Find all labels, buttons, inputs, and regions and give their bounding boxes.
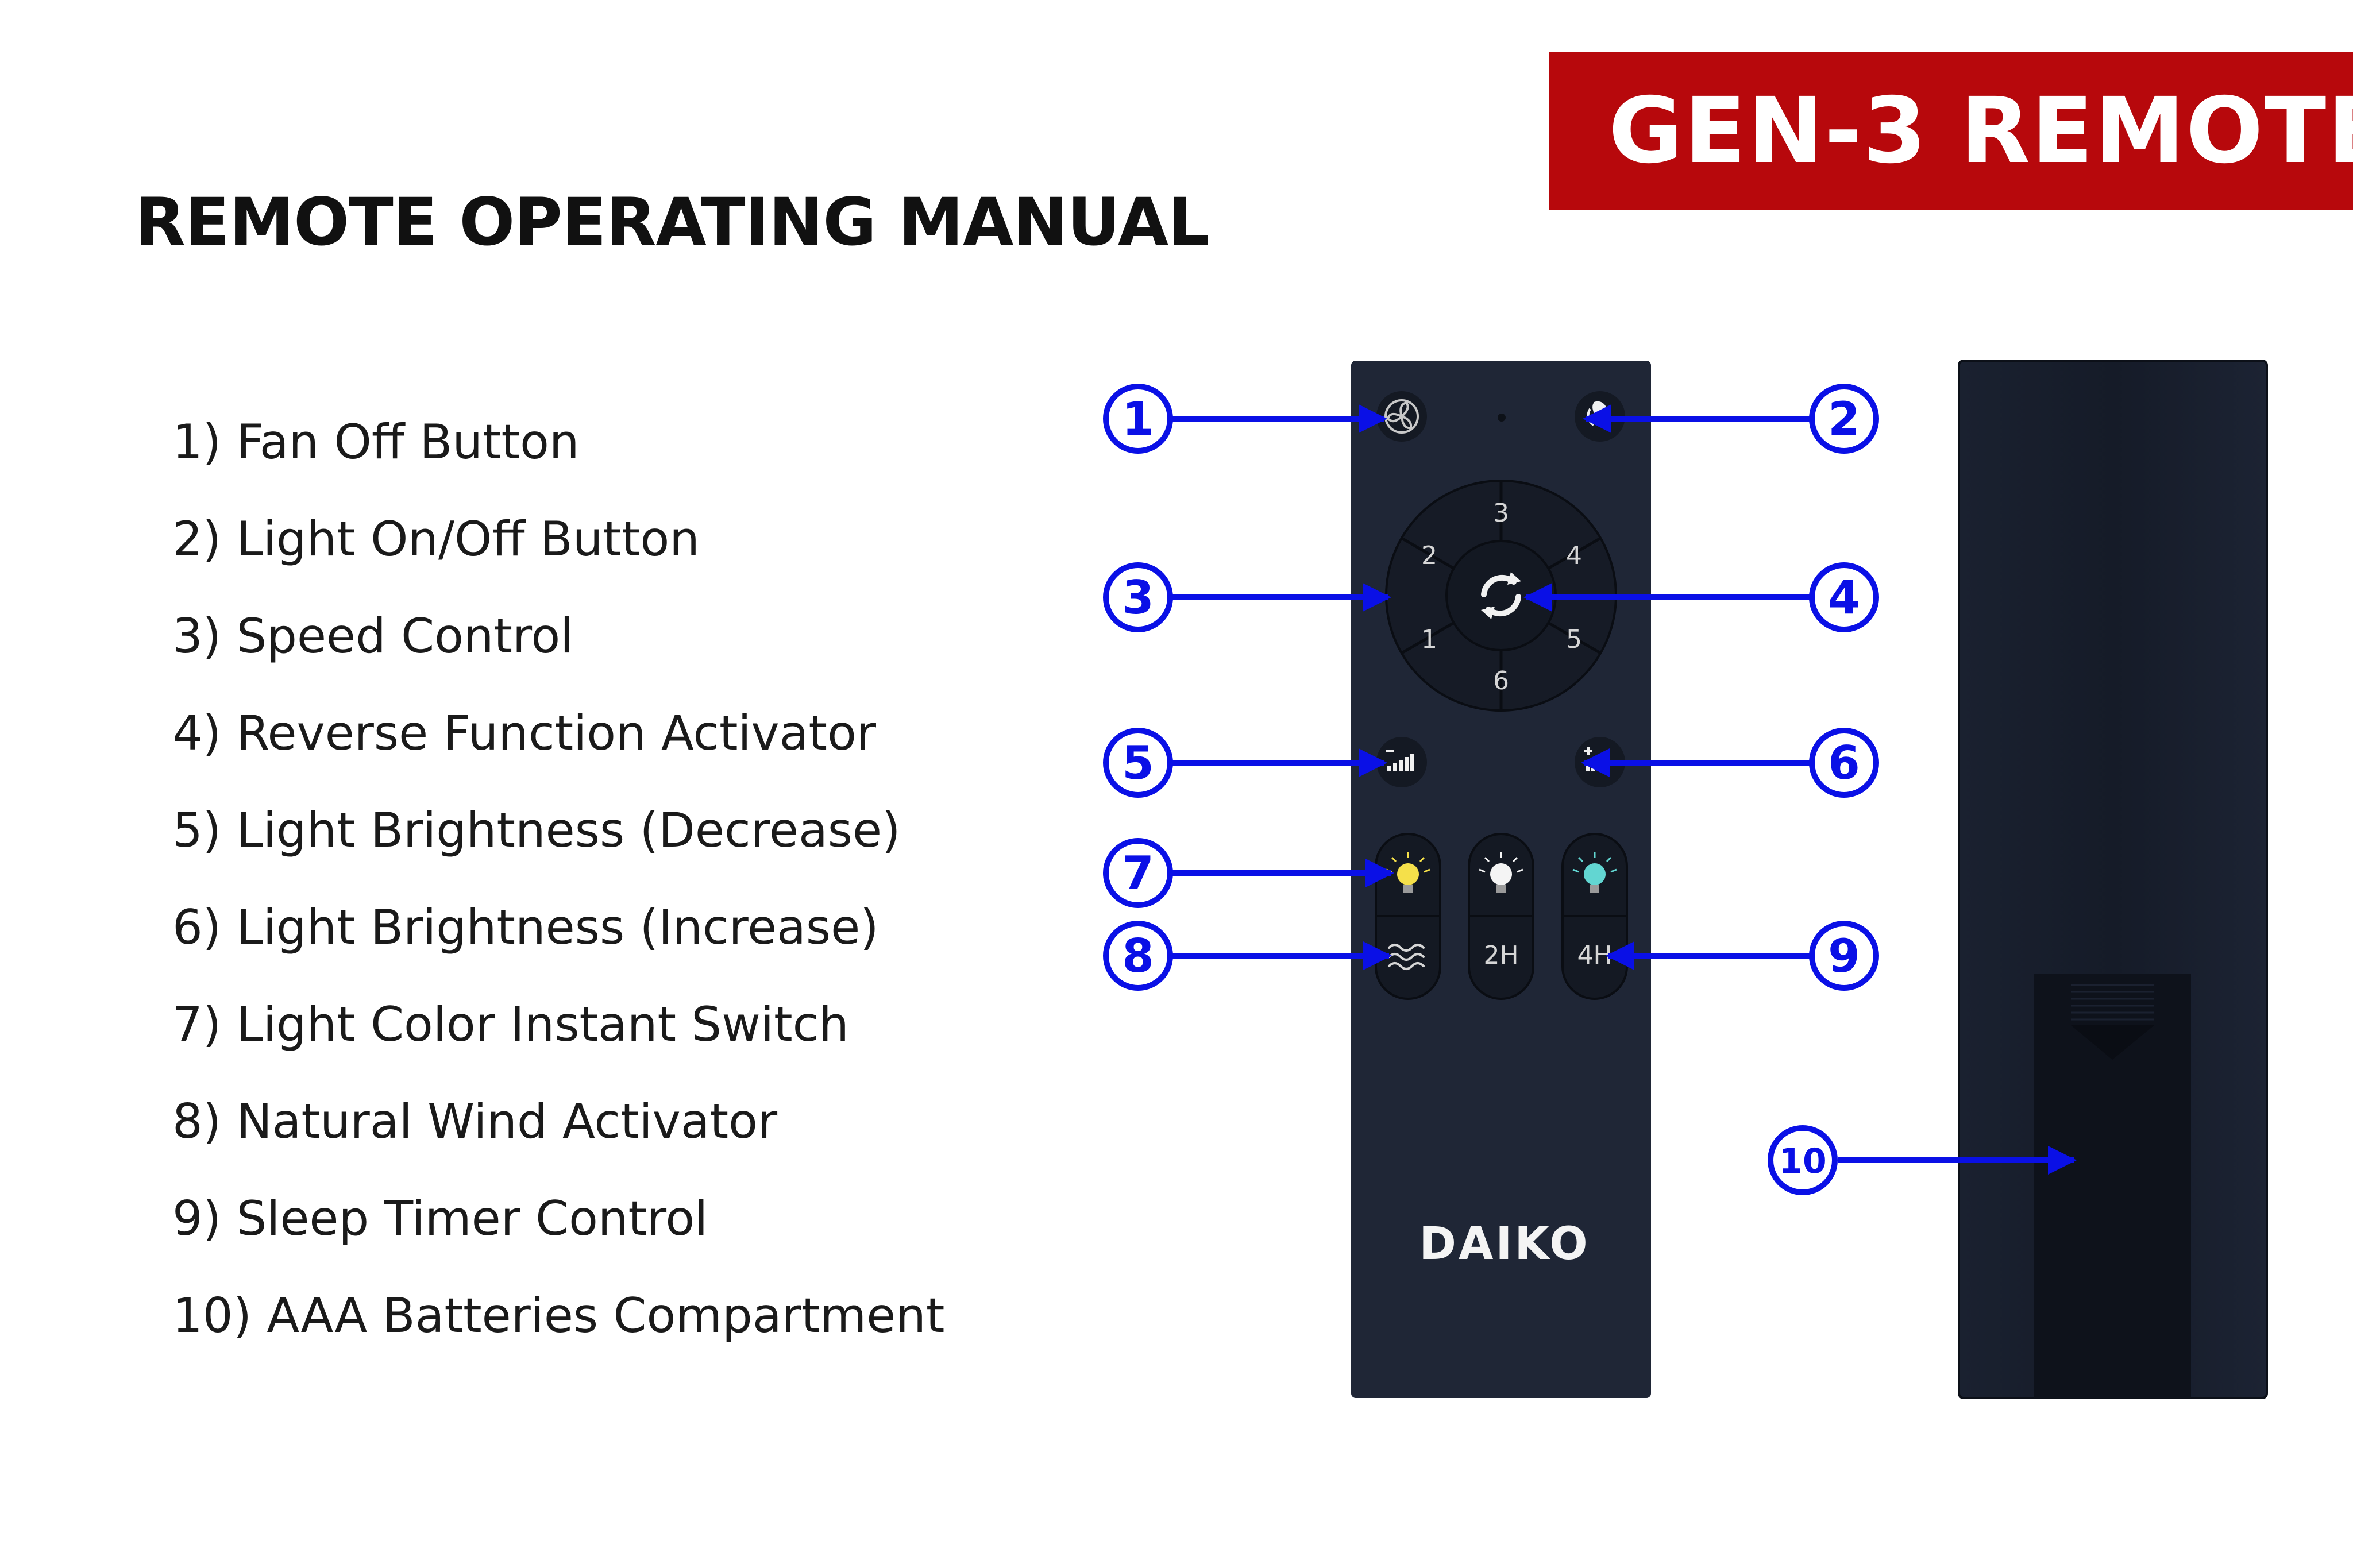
- right-pill: [1561, 833, 1628, 1000]
- speed-2-label: 2: [1421, 541, 1437, 570]
- legend-item: 5) Light Brightness (Decrease): [172, 802, 901, 858]
- legend-item: 6) Light Brightness (Increase): [172, 899, 879, 955]
- svg-text:8: 8: [1122, 929, 1154, 983]
- legend-item: 9) Sleep Timer Control: [172, 1191, 708, 1246]
- signal-bars-minus-icon: [1386, 750, 1414, 771]
- wind-waves-icon: [1388, 944, 1425, 970]
- callout-6: 6: [1809, 728, 1879, 798]
- legend-item: 8) Natural Wind Activator: [172, 1094, 778, 1149]
- bulb-icon: [1479, 852, 1523, 893]
- natural-wind-button[interactable]: [1388, 944, 1425, 970]
- timer-4h-button[interactable]: 4H: [1577, 941, 1612, 970]
- timer-4h-label: 4H: [1577, 941, 1612, 970]
- remote-back: [1958, 360, 2268, 1399]
- callout-markers: 1 2 3 4 5 6 7 8: [1103, 384, 1879, 1195]
- remote-front: 1 2 3 4 5 6: [1351, 361, 1651, 1398]
- speed-1-label: 1: [1421, 625, 1437, 654]
- speed-5-label: 5: [1566, 625, 1582, 654]
- brand-logo: DAIKO: [1419, 1218, 1590, 1270]
- svg-text:5: 5: [1122, 736, 1154, 790]
- svg-text:1: 1: [1122, 392, 1154, 446]
- callout-3: 3: [1103, 562, 1173, 632]
- svg-text:7: 7: [1122, 847, 1154, 900]
- fan-off-button[interactable]: [1376, 391, 1427, 442]
- reverse-button[interactable]: [1445, 540, 1557, 651]
- middle-pill: [1468, 833, 1534, 1000]
- svg-text:6: 6: [1828, 736, 1860, 790]
- callout-lines: [1169, 404, 2077, 1175]
- callout-8: 8: [1103, 921, 1173, 991]
- callout-2: 2: [1809, 384, 1879, 454]
- left-pill: [1375, 833, 1441, 1000]
- svg-text:4: 4: [1828, 571, 1860, 624]
- speed-4-label: 4: [1566, 541, 1582, 570]
- speed-dial[interactable]: 1 2 3 4 5 6: [1385, 480, 1617, 712]
- callout-10: 10: [1768, 1125, 1838, 1195]
- timer-2h-button[interactable]: 2H: [1483, 941, 1518, 970]
- legend-item: 10) AAA Batteries Compartment: [172, 1288, 945, 1343]
- latch-arrow: [2071, 1025, 2154, 1060]
- legend-item: 4) Reverse Function Activator: [172, 705, 876, 761]
- speed-6-label: 6: [1493, 666, 1509, 696]
- page-title: REMOTE OPERATING MANUAL: [135, 184, 1210, 260]
- bulb-icon: [1572, 852, 1617, 893]
- callout-1: 1: [1103, 384, 1173, 454]
- legend-list: 1) Fan Off Button 2) Light On/Off Button…: [172, 414, 944, 1384]
- callout-9: 9: [1809, 921, 1879, 991]
- timer-2h-label: 2H: [1483, 941, 1518, 970]
- brightness-down-button[interactable]: [1376, 737, 1427, 787]
- fan-icon: [1384, 399, 1419, 434]
- light-cool-button[interactable]: [1572, 852, 1617, 893]
- callout-4: 4: [1809, 562, 1879, 632]
- svg-text:3: 3: [1122, 571, 1154, 624]
- legend-item: 7) Light Color Instant Switch: [172, 997, 849, 1052]
- legend-item: 3) Speed Control: [172, 608, 574, 664]
- legend-item: 2) Light On/Off Button: [172, 511, 700, 567]
- model-badge: GEN-3 REMOTE: [1549, 52, 2353, 210]
- callout-7: 7: [1103, 838, 1173, 908]
- svg-text:9: 9: [1828, 929, 1860, 983]
- svg-text:2: 2: [1828, 392, 1860, 446]
- light-white-button[interactable]: [1479, 852, 1523, 893]
- svg-text:10: 10: [1779, 1141, 1827, 1181]
- ir-led: [1498, 414, 1506, 422]
- callout-5: 5: [1103, 728, 1173, 798]
- speed-3-label: 3: [1493, 499, 1509, 528]
- legend-item: 1) Fan Off Button: [172, 414, 580, 470]
